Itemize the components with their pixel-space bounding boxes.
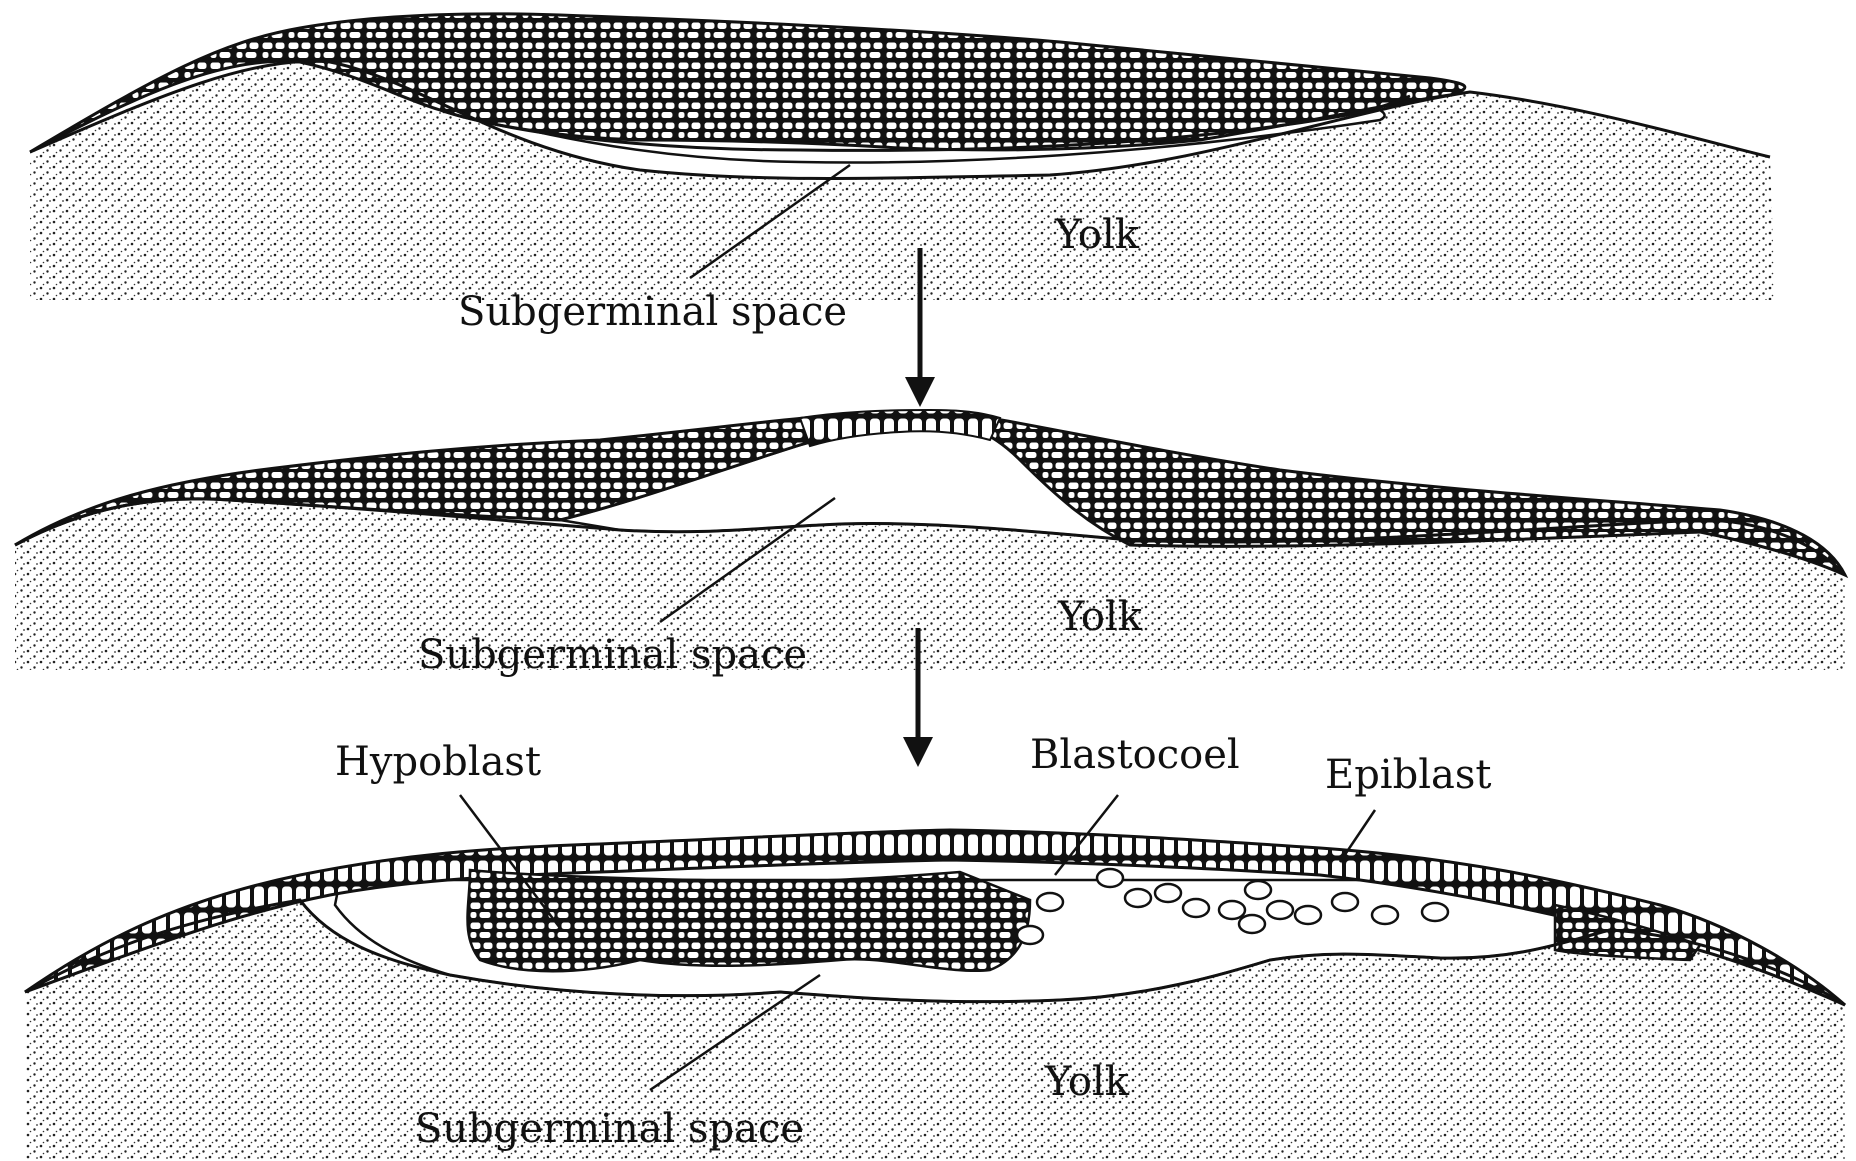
panel-3: Hypoblast Blastocoel Epiblast Yolk Subge… bbox=[25, 732, 1845, 1160]
subgerminal-space-label: Subgerminal space bbox=[415, 1106, 804, 1152]
blastocoel-label: Blastocoel bbox=[1030, 732, 1240, 778]
subgerminal-space-label: Subgerminal space bbox=[458, 289, 847, 335]
yolk-label: Yolk bbox=[1057, 594, 1143, 640]
panel-2: Yolk Subgerminal space bbox=[15, 410, 1845, 678]
hypoblast-cell-mass bbox=[468, 870, 1031, 971]
subgerminal-space-label: Subgerminal space bbox=[418, 632, 807, 678]
hypoblast-label: Hypoblast bbox=[335, 739, 541, 785]
panel-1: Yolk Subgerminal space bbox=[30, 14, 1775, 335]
epiblast-label: Epiblast bbox=[1325, 752, 1491, 798]
yolk-label: Yolk bbox=[1044, 1059, 1130, 1105]
yolk-label: Yolk bbox=[1054, 212, 1140, 258]
